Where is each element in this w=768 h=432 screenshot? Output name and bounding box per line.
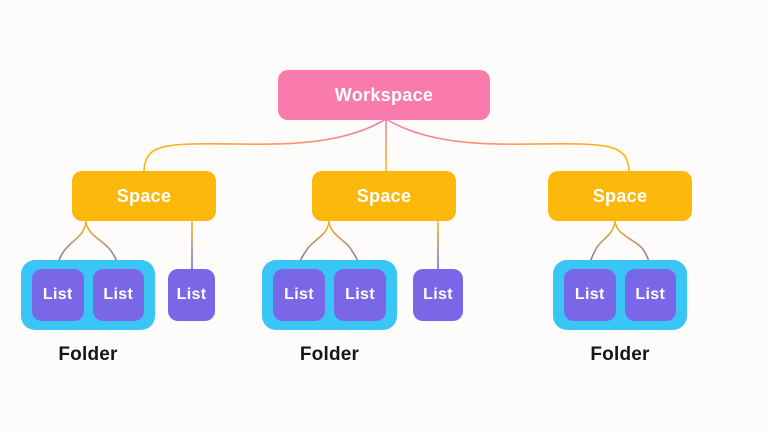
list-node: List <box>32 269 84 321</box>
connector-workspace-space-3 <box>385 118 630 172</box>
connector-workspace-space-1 <box>143 118 387 172</box>
list-node: List <box>564 269 616 321</box>
workspace-node: Workspace <box>278 70 490 120</box>
folder-container-2: List List <box>262 260 397 330</box>
list-node: List <box>273 269 325 321</box>
list-node: List <box>92 269 144 321</box>
folder-label-1: Folder <box>58 344 118 365</box>
space-node-1: Space <box>72 171 216 221</box>
list-node-standalone-2: List <box>413 269 463 321</box>
folder-label-3: Folder <box>590 344 650 365</box>
folder-container-1: List List <box>21 260 155 330</box>
folder-container-3: List List <box>553 260 687 330</box>
space-node-3: Space <box>548 171 692 221</box>
folder-label-2: Folder <box>299 344 360 365</box>
list-node: List <box>624 269 676 321</box>
space-node-2: Space <box>312 171 456 221</box>
list-node-standalone-1: List <box>168 269 215 321</box>
list-node: List <box>334 269 386 321</box>
